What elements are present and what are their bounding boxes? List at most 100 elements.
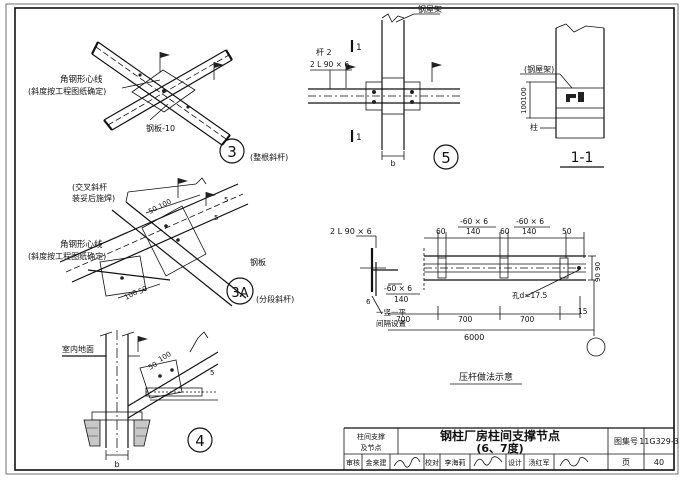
detail3A-dim-6: 5 [214,214,218,222]
detail4-floor-label: 室内地面 [62,344,94,354]
compression-rod-detail: 2 L 90 × 6 -60 × 6 140 6 一竖一平 间隔设置 60 -6… [330,217,606,385]
compression-dim-plate-a: -60 × 6 [460,217,488,226]
angle-member-b [103,49,233,131]
detail5-rod-label: 杆 2 [316,47,332,57]
column-4 [99,330,135,452]
compression-dim-50: 50 [562,227,572,236]
detail3-caption: (整根斜杆) [250,152,288,162]
filler-plate-2 [499,257,509,279]
tb-category-2: 及节点 [361,444,382,452]
weld-flag-3a-3 [205,192,216,206]
section-plate-top [555,87,605,109]
detail5-number: 5 [441,149,451,167]
detail3A-dim-5: 50 [137,285,149,296]
detail5-section-mark-top: 1 [356,43,362,53]
tb-designer-signature [559,457,589,467]
weld-flag-3a-2 [125,177,207,203]
detail4-dim-2: 100 [157,350,173,364]
detail3A-center-line-note: (斜度按工程图纸确定) [28,251,106,261]
weld-flag-4b [189,331,209,353]
compression-dim-total: 6000 [464,333,484,342]
brace-4 [127,351,219,419]
title-block: 柱间支撑 及节点 钢柱厂房柱间支撑节点 (6、7度) 图集号 11G329-3 … [343,427,679,470]
section-title: 1-1 [571,150,594,166]
compression-hole-label: 孔d=17.5 [512,291,547,300]
compression-caption: 压杆做法示意 [459,371,513,383]
compression-angle-label: 2 L 90 × 6 [330,227,372,236]
section-1-1: 100100 (钢屋架) 柱 1-1 [520,23,605,168]
tb-atlas-label: 图集号 [614,436,638,446]
filler-plate-1 [437,257,447,279]
tb-category: 柱间支撑 [357,432,385,441]
tb-check-label: 校对 [425,458,439,467]
rod-5 [308,88,460,104]
weld-flag-5b [431,62,442,82]
compression-dim-60a: 60 [436,227,446,236]
weld-flag-3a [159,52,170,72]
compression-dim-140b: 140 [522,227,537,236]
compression-elevation [423,248,586,290]
compression-dim-6: 6 [366,298,371,306]
detail4-dim-b: b [114,460,119,469]
detail4-number-circle [187,427,213,453]
detail5-dim-b: b [390,159,395,168]
compression-dim-15: 15 [578,307,588,316]
detail-4: b 室内地面 50 100 5 4 [62,330,219,469]
detail3A-cross-label-2: 装妥后施焊) [72,193,115,203]
tb-review-label: 审核 [346,458,360,467]
tb-page-label: 页 [622,458,630,467]
compression-dim-side: 90 90 [594,262,602,282]
section-plate-bottom [555,117,605,139]
tb-checker-signature [473,456,503,467]
detail3A-dim-2: 100 [157,197,173,210]
compression-plate-side: -60 × 6 [384,284,412,293]
compression-dim-700-2: 700 [458,315,473,324]
filler-plate-3 [559,257,569,279]
compression-dim-60b: 60 [500,227,510,236]
segment-plate [141,205,207,277]
weld-flag-5a [345,64,356,88]
angle-member-3a-cross [111,201,247,307]
angle-member-a [91,41,231,146]
tb-design-label: 设计 [508,458,522,467]
outer-border [5,3,679,475]
detail-3A: (交叉斜杆 装妥后施焊) 角钢形心线 (斜度按工程图纸确定) 钢板 50 100… [28,177,294,307]
weld-flag-3a-1 [177,178,188,198]
compression-plate-note: 一竖一平 [376,308,406,317]
base-4 [83,411,151,447]
tb-designer: 汤红军 [529,458,550,467]
gusset-plate [131,69,196,113]
detail3A-number: 3A [231,286,248,301]
detail3-center-line-note: (斜度按工程图纸确定) [28,86,106,96]
compression-ref-circle [586,337,606,357]
detail3-number-circle [219,138,245,164]
section-truss-label: (钢屋架) [524,64,554,74]
detail3A-dim-1: 50 [147,205,159,216]
section-dim-height: 100100 [520,87,528,114]
tb-title: 钢柱厂房柱间支撑节点 [440,428,560,443]
detail5-rod-size: 2 L 90 × 6 [310,60,349,69]
compression-plate-note-2: 间隔设置 [376,318,406,328]
tb-reviewer-signature [393,457,421,468]
detail5-truss-label: 钢屋架 [418,4,442,14]
weld-flag-3b [213,62,224,80]
detail3A-caption: (分段斜杆) [256,294,294,304]
detail4-number: 4 [195,432,205,450]
detail3A-center-line-label: 角钢形心线 [60,239,103,250]
detail4-dim-1: 50 [147,360,159,371]
tb-reviewer: 金来建 [366,458,387,467]
detail3-plate-label: 钢板-10 [146,123,175,133]
compression-dim-700-1: 700 [396,315,411,324]
compression-dim-700-3: 700 [520,315,535,324]
column-5 [381,13,405,150]
detail3A-dim-3: 5 [224,196,228,204]
detail-5: 1 1 钢屋架 杆 2 2 L 90 × 6 b 5 [308,4,460,170]
detail3A-cross-label: (交叉斜杆 [72,182,107,192]
lower-rod [87,255,171,297]
weld-flag-4a [137,336,148,352]
tb-page: 40 [654,458,664,467]
compression-side-section [356,235,398,296]
detail5-section-mark-bottom: 1 [356,133,362,143]
detail3A-plate-label: 钢板 [250,257,266,267]
